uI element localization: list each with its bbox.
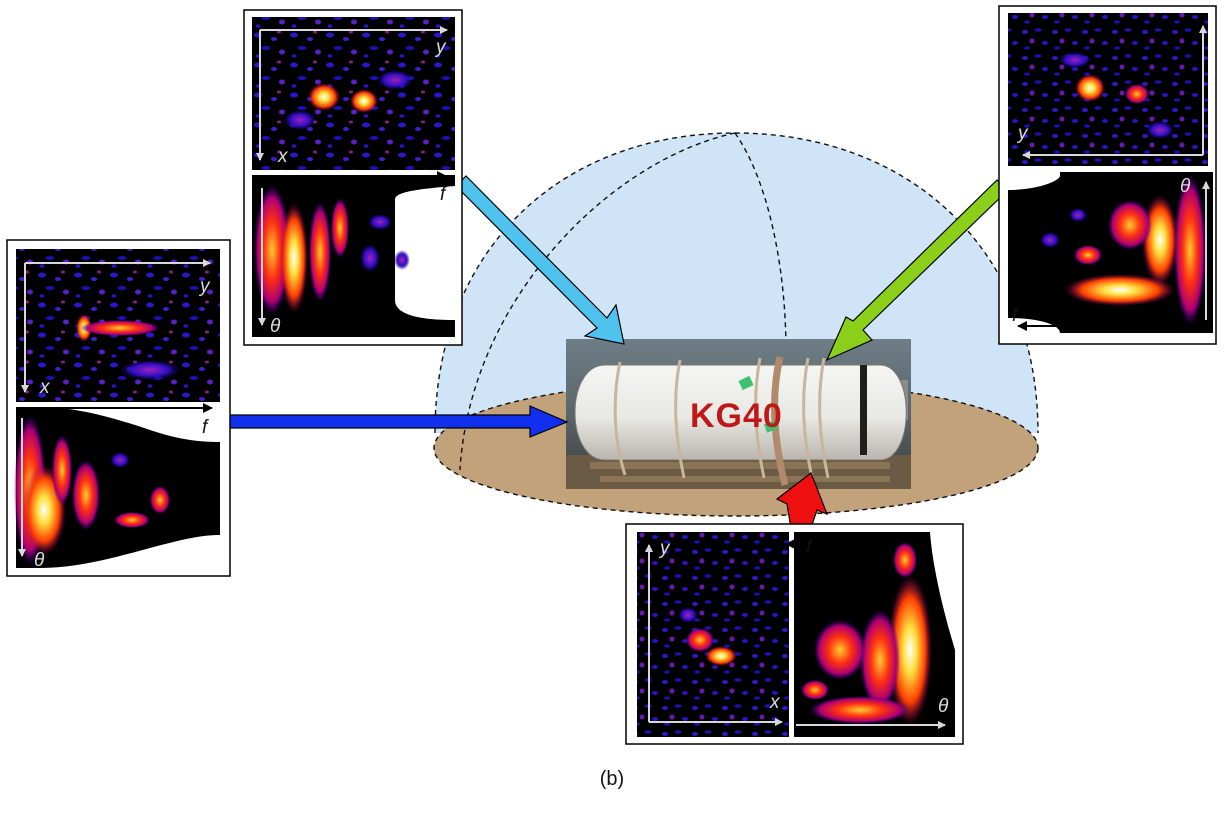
panel-left: y x f θ (6, 239, 231, 577)
axis-label-f: f (806, 537, 813, 558)
axis-label-theta: θ (1180, 176, 1191, 197)
axis-label-y: y (1016, 123, 1029, 144)
axis-label-y: y (198, 276, 211, 297)
xy-image: y x (637, 532, 789, 737)
axis-label-x: x (277, 146, 289, 167)
arrow-right (825, 179, 1008, 362)
f-theta-image: f θ (785, 532, 955, 737)
axis-label-x: x (39, 377, 51, 398)
f-theta-image: f θ (14, 403, 220, 571)
axis-label-theta: θ (34, 550, 45, 571)
object-photo: KG40 (566, 339, 911, 489)
axis-label-f: f (440, 184, 447, 205)
axis-label-theta: θ (270, 316, 281, 337)
axis-label-f: f (202, 417, 209, 438)
xy-image: y x (252, 17, 455, 170)
axis-label-y: y (434, 37, 447, 58)
f-theta-image: f θ (252, 171, 455, 337)
axis-label-f: f (1012, 305, 1019, 326)
arrow-top-left (455, 175, 625, 345)
figure-caption: (b) (599, 768, 625, 790)
arrow-left (204, 405, 569, 438)
panel-top-left: y x f θ (243, 9, 463, 346)
object-label: KG40 (690, 397, 783, 435)
dome-meridian-1 (459, 132, 736, 471)
axis-label-theta: θ (938, 696, 949, 717)
dome-meridian-2 (734, 132, 787, 381)
axis-label-x: x (769, 692, 781, 713)
xy-image: y x (16, 249, 220, 402)
xy-image: y (1008, 13, 1208, 166)
panel-bottom: y x f θ (625, 523, 964, 745)
axis-label-y: y (658, 538, 671, 559)
panel-right: y f θ (998, 5, 1217, 345)
f-theta-image: f θ (1008, 172, 1213, 333)
